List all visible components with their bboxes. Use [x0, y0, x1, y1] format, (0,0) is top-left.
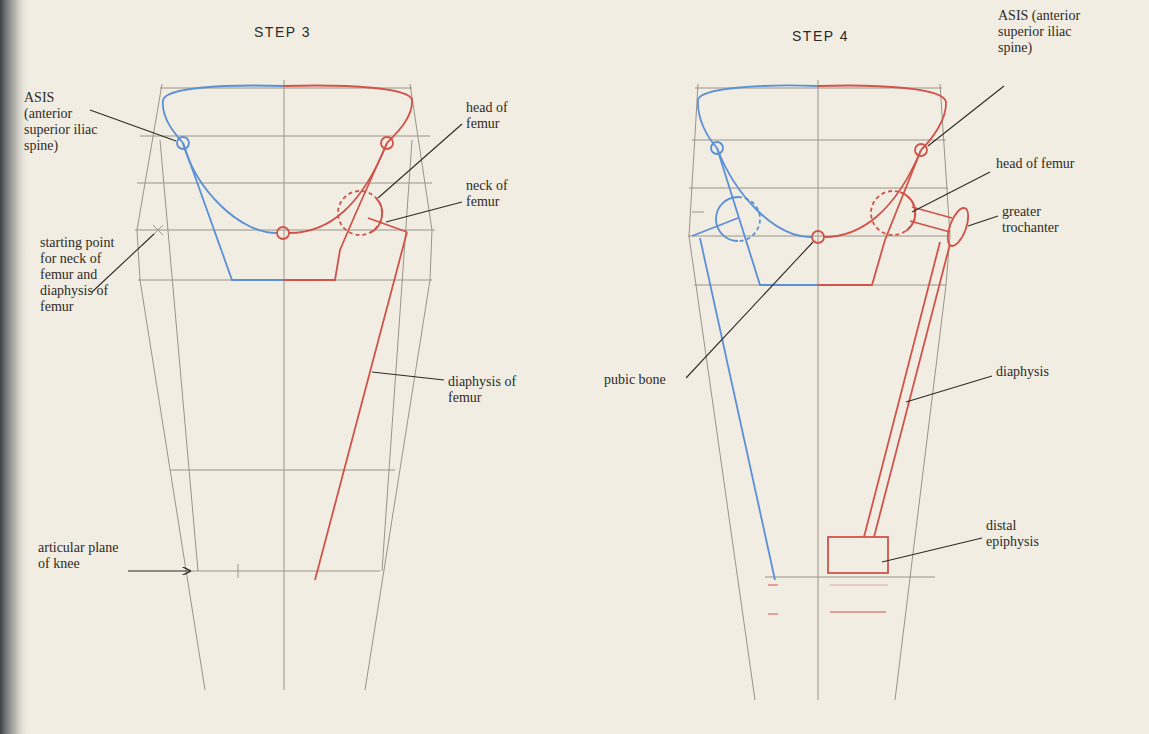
- part-label: head of femur: [996, 156, 1126, 172]
- guide-lines: [135, 80, 435, 690]
- part-label: starting point for neck of femur and dia…: [40, 235, 120, 315]
- part-label: pubic bone: [604, 372, 694, 388]
- part-label: diaphysis: [996, 364, 1096, 380]
- guide-lines: [688, 80, 950, 700]
- step-heading: STEP 4: [792, 28, 872, 44]
- part-label: articular plane of knee: [38, 540, 133, 572]
- part-label: ASIS (anterior superior iliac spine): [24, 90, 104, 154]
- part-label: ASIS (anterior superior iliac spine): [998, 8, 1098, 56]
- leader-lines: [686, 86, 1004, 562]
- part-label: diaphysis of femur: [448, 374, 548, 406]
- pelvis-femur-step4: [692, 86, 972, 614]
- leader-lines: [90, 110, 462, 571]
- step-heading: STEP 3: [254, 24, 334, 40]
- part-label: head of femur: [466, 100, 528, 132]
- part-label: greater trochanter: [1002, 204, 1087, 236]
- part-label: distal epiphysis: [986, 518, 1066, 550]
- part-label: neck of femur: [466, 178, 528, 210]
- pelvis-femur-step3: [163, 86, 412, 580]
